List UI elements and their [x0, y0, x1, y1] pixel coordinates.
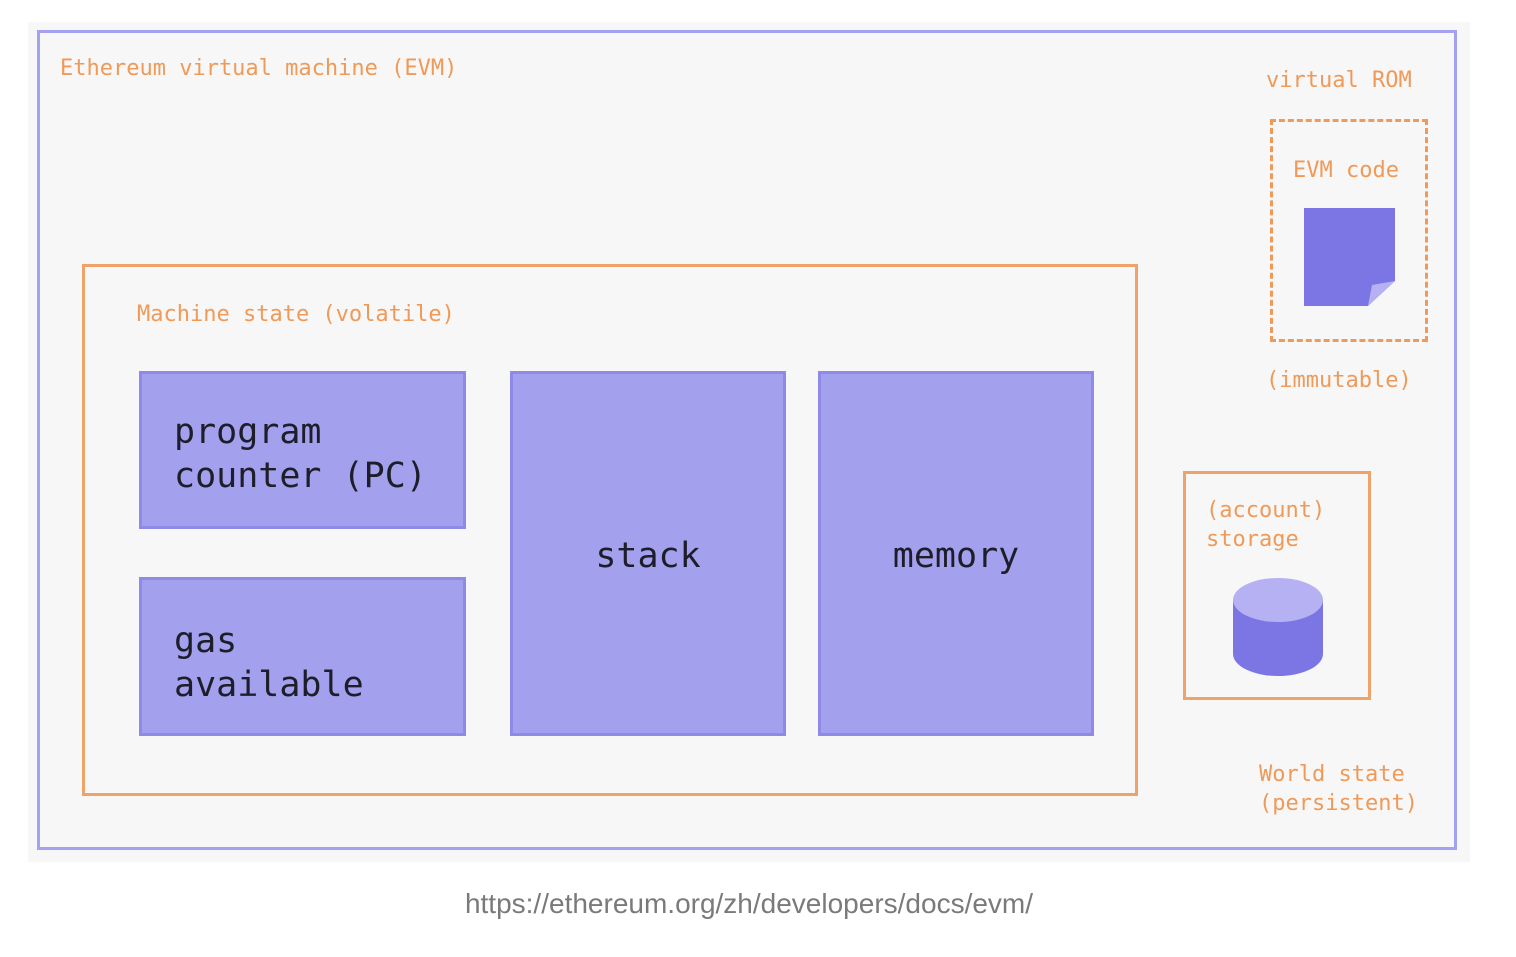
stack-label: stack: [595, 536, 701, 576]
memory-block: memory: [818, 371, 1094, 736]
virtual-rom-label: virtual ROM: [1266, 68, 1412, 93]
memory-label: memory: [892, 536, 1020, 576]
machine-state-frame: [82, 264, 1138, 796]
virtual-rom-frame: [1270, 119, 1428, 342]
source-url-caption: https://ethereum.org/zh/developers/docs/…: [464, 888, 1034, 919]
world-state-label: World state (persistent): [1259, 762, 1418, 816]
gas-available-label: gas available: [174, 621, 364, 705]
account-storage-label: (account) storage: [1206, 498, 1326, 552]
evm-frame: [37, 30, 1457, 850]
evm-code-label: EVM code: [1293, 158, 1399, 183]
account-storage-frame: [1183, 471, 1371, 700]
stack-block: stack: [510, 371, 786, 736]
document-icon: [1304, 208, 1395, 306]
database-icon: [1233, 578, 1323, 676]
evm-label: Ethereum virtual machine (EVM): [60, 56, 458, 81]
program-counter-block: program counter (PC): [139, 371, 466, 529]
program-counter-label: program counter (PC): [174, 412, 427, 496]
machine-state-label: Machine state (volatile): [137, 302, 455, 327]
immutable-label: (immutable): [1266, 368, 1412, 393]
gas-available-block: gas available: [139, 577, 466, 736]
